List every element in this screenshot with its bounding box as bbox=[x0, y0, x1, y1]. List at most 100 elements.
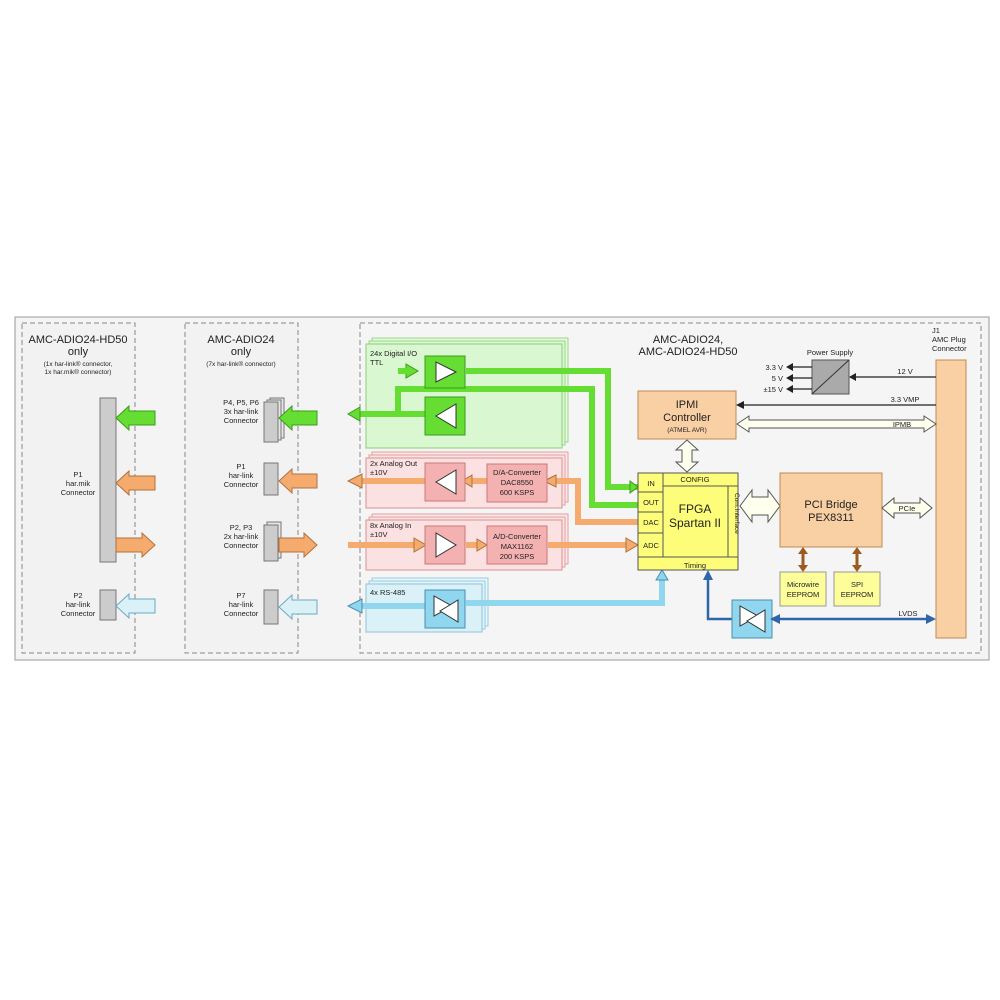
adc-l3: 200 KSPS bbox=[500, 552, 535, 561]
spi-eeprom bbox=[833, 571, 881, 607]
p1-harlink-l2: har-link bbox=[229, 471, 254, 480]
lvds-label: LVDS bbox=[898, 609, 917, 618]
fpga-l1: FPGA bbox=[679, 502, 712, 516]
p7-l1: P7 bbox=[236, 591, 245, 600]
p23-connector bbox=[263, 521, 282, 562]
power-15v: ±15 V bbox=[763, 385, 783, 394]
p1-harmik-l1: P1 bbox=[73, 470, 82, 479]
adc-l2: MAX1162 bbox=[501, 542, 533, 551]
p23-l3: Connector bbox=[224, 541, 259, 550]
spi-l2: EEPROM bbox=[841, 590, 874, 599]
hd50-digital-arrow bbox=[115, 404, 156, 432]
digital-in-line bbox=[466, 368, 638, 490]
p7-connector bbox=[263, 589, 279, 625]
ipmi-l1: IPMI bbox=[676, 399, 699, 411]
vmp-label: 3.3 VMP bbox=[891, 395, 920, 404]
analog-in-l2: ±10V bbox=[370, 530, 387, 539]
power-supply-title: Power Supply bbox=[807, 348, 854, 357]
digital-io-l2: TTL bbox=[370, 358, 383, 367]
power-supply bbox=[811, 359, 850, 395]
adio24-title2: only bbox=[231, 346, 252, 358]
rs485-line bbox=[466, 575, 665, 606]
microwire-eeprom bbox=[779, 571, 827, 607]
p2-harlink-connector bbox=[99, 589, 117, 621]
adc-l1: A/D-Converter bbox=[493, 532, 541, 541]
fpga-dac: DAC bbox=[643, 518, 659, 527]
ipmi-fpga-link bbox=[674, 439, 700, 473]
p1-harmik-connector bbox=[99, 397, 117, 563]
analog-out-l1: 2x Analog Out bbox=[370, 459, 418, 468]
analog-out-l2: ±10V bbox=[370, 468, 387, 477]
spi-l1: SPI bbox=[851, 580, 863, 589]
dac-l3: 600 KSPS bbox=[500, 488, 535, 497]
dac-block bbox=[486, 463, 548, 503]
hd50-note1: (1x har-link® connector, bbox=[44, 360, 113, 368]
p1-harlink-connector bbox=[263, 462, 279, 496]
hd50-rs485-arrow bbox=[115, 592, 156, 620]
dac-line bbox=[548, 478, 638, 525]
p456-l3: Connector bbox=[224, 416, 259, 425]
analog-in-buffer bbox=[424, 525, 466, 565]
hd50-aout-arrow bbox=[115, 469, 156, 497]
pci-bridge bbox=[779, 472, 883, 548]
digital-bus-left-head bbox=[347, 406, 361, 422]
j1-l1: J1 bbox=[932, 326, 940, 335]
fpga-timing: Timing bbox=[684, 561, 706, 570]
adio24-aout-arrow bbox=[278, 467, 318, 495]
analog-in-l1: 8x Analog In bbox=[370, 521, 411, 530]
microwire-l2: EEPROM bbox=[787, 590, 820, 599]
adc-block bbox=[486, 525, 548, 565]
fpga-out: OUT bbox=[643, 498, 659, 507]
pcie-link bbox=[881, 496, 933, 520]
hd50-ain-arrow bbox=[115, 531, 156, 559]
p2-harlink-l3: Connector bbox=[61, 609, 96, 618]
timing-lvds-line bbox=[706, 577, 732, 621]
fpga-block bbox=[637, 472, 739, 571]
ipmi-l2: Controller bbox=[663, 412, 711, 424]
ipmb-link bbox=[736, 415, 937, 433]
p2-harlink-l1: P2 bbox=[73, 591, 82, 600]
digital-out-buffer bbox=[424, 396, 466, 436]
pcie-label: PCIe bbox=[899, 504, 916, 513]
p1-harlink-l1: P1 bbox=[236, 462, 245, 471]
ipmi-controller bbox=[637, 390, 737, 440]
adio24-digital-arrow bbox=[278, 404, 318, 432]
j1-l2: AMC Plug bbox=[932, 335, 966, 344]
digital-out-line bbox=[395, 386, 638, 508]
fpga-in: IN bbox=[647, 479, 655, 488]
v12-label: 12 V bbox=[897, 367, 912, 376]
fpga-config: CONFIG bbox=[680, 475, 709, 484]
power-5v: 5 V bbox=[772, 374, 783, 383]
dac-l1: D/A-Converter bbox=[493, 468, 541, 477]
digital-io-l1: 24x Digital I/O bbox=[370, 349, 417, 358]
fpga-adc: ADC bbox=[643, 541, 659, 550]
j1-amc-connector bbox=[935, 359, 967, 639]
section-adio24 bbox=[184, 322, 299, 654]
microwire-l1: Microwire bbox=[787, 580, 819, 589]
p7-l3: Connector bbox=[224, 609, 259, 618]
p23-l2: 2x har-link bbox=[224, 532, 259, 541]
adio24-ain-arrow bbox=[278, 531, 318, 559]
j1-l3: Connector bbox=[932, 344, 967, 353]
power-3v3: 3.3 V bbox=[765, 363, 783, 372]
adio24-title: AMC-ADIO24 bbox=[207, 334, 274, 346]
p2-harlink-l2: har-link bbox=[66, 600, 91, 609]
hd50-note2: 1x har.mik® connector) bbox=[45, 368, 112, 376]
ipmb-label: IPMB bbox=[893, 420, 911, 429]
p1-harlink-l3: Connector bbox=[224, 480, 259, 489]
p1-harmik-l2: har.mik bbox=[66, 479, 90, 488]
lvds-transceiver bbox=[731, 599, 773, 639]
adio24-rs485-arrow bbox=[278, 593, 318, 621]
main-title2: AMC-ADIO24-HD50 bbox=[638, 346, 737, 358]
adio24-note: (7x har-link® connector) bbox=[206, 360, 275, 368]
hd50-title2: only bbox=[68, 346, 89, 358]
p1-harmik-l3: Connector bbox=[61, 488, 96, 497]
rs485-transceiver bbox=[424, 589, 466, 629]
digital-in-buffer bbox=[424, 355, 466, 389]
hd50-title: AMC-ADIO24-HD50 bbox=[28, 334, 127, 346]
p23-l1: P2, P3 bbox=[230, 523, 253, 532]
pci-l2: PEX8311 bbox=[808, 512, 854, 524]
dac-l2: DAC8550 bbox=[501, 478, 534, 487]
p456-l1: P4, P5, P6 bbox=[223, 398, 259, 407]
